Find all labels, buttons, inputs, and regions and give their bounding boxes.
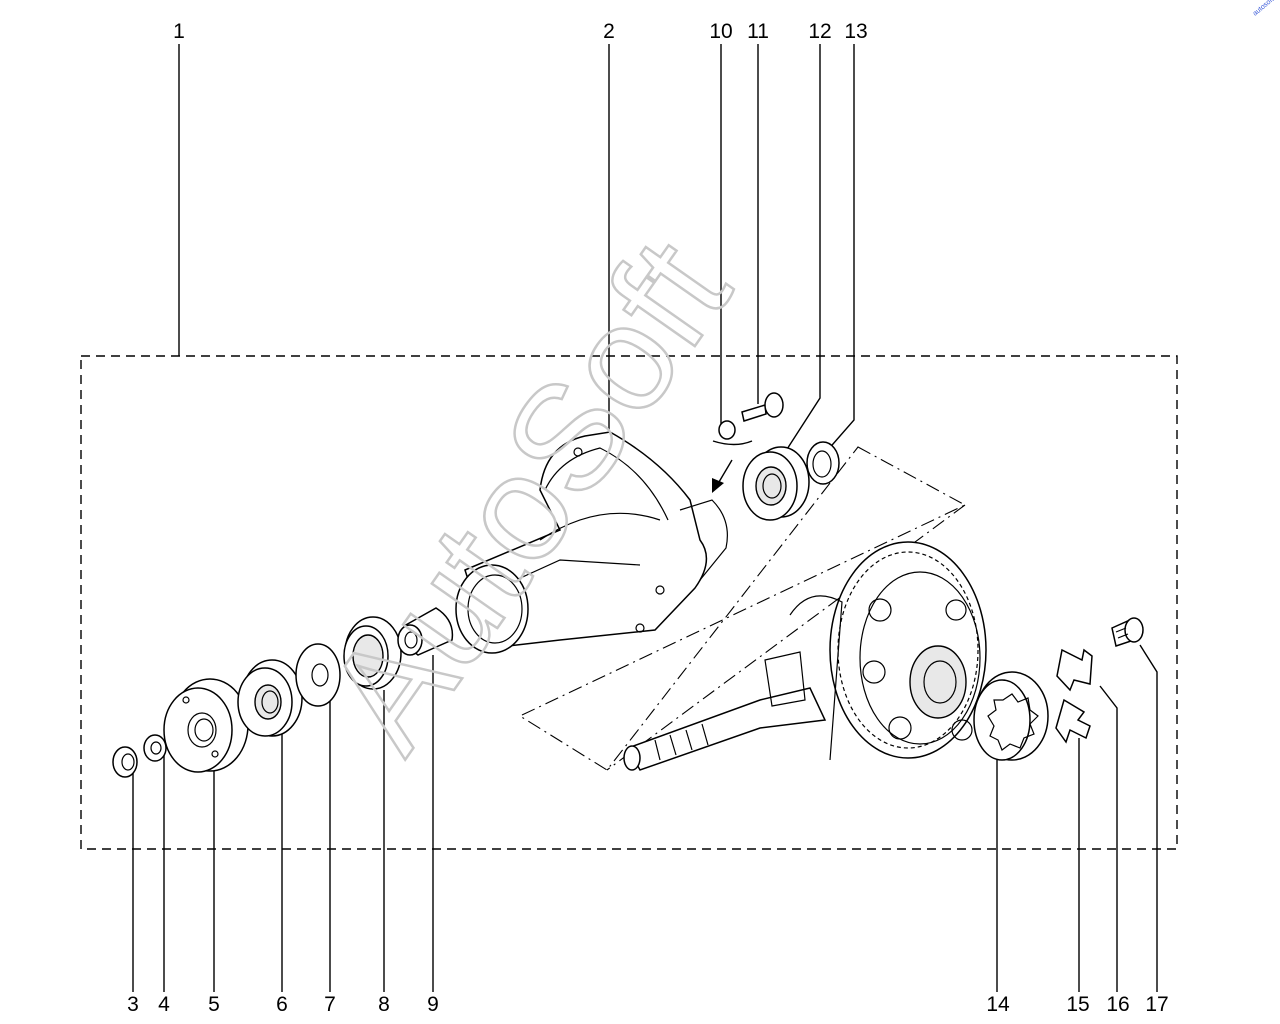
- part-12-bearing: [742, 446, 810, 521]
- callout-8: 8: [378, 993, 390, 1016]
- callout-17: 17: [1145, 993, 1168, 1016]
- part-4-washer: [143, 734, 167, 762]
- corner-mark: autosoft: [1252, 0, 1276, 18]
- part-9-spacer: [397, 607, 454, 656]
- mounting-plane-link: [606, 504, 966, 771]
- callout-3: 3: [127, 993, 139, 1016]
- assembly-boundary: [80, 355, 1178, 850]
- part-17-screw: [1111, 617, 1144, 647]
- ring-gear-assembly: [789, 541, 987, 761]
- callout-9: 9: [427, 993, 439, 1016]
- callout-11: 11: [747, 20, 769, 43]
- mounting-plane-outline: [518, 446, 967, 771]
- part-14-adjuster-ring: [973, 671, 1049, 761]
- part-6-oil-seal: [237, 659, 303, 737]
- callout-7: 7: [324, 993, 336, 1016]
- callout-1: 1: [173, 20, 185, 43]
- part-7-shim: [295, 643, 341, 707]
- part-15-lock-plate: [1055, 698, 1091, 744]
- part-5-flange: [163, 678, 249, 773]
- callout-4: 4: [158, 993, 170, 1016]
- callout-13: 13: [844, 20, 867, 43]
- part-8-bearing-cup: [343, 616, 402, 690]
- callout-14: 14: [986, 993, 1010, 1016]
- callout-5: 5: [208, 993, 220, 1016]
- part-11-bolt: [741, 392, 784, 422]
- part-13-ring: [806, 441, 840, 485]
- part-10-plug: [712, 420, 753, 493]
- part-16-retaining-tab: [1056, 648, 1093, 692]
- callout-2: 2: [603, 20, 615, 43]
- callout-10: 10: [709, 20, 732, 43]
- callout-6: 6: [276, 993, 288, 1016]
- part-2-housing: [455, 431, 728, 654]
- part-3-nut: [112, 746, 138, 778]
- watermark-text: AutoSoft: [294, 211, 762, 779]
- pinion-shaft: [623, 651, 827, 771]
- leader-lines: [132, 44, 1158, 992]
- callout-15: 15: [1066, 993, 1089, 1016]
- callout-16: 16: [1106, 993, 1129, 1016]
- callout-12: 12: [808, 20, 831, 43]
- callout-labels: 1 2 10 11 12 13 3 4 5 6 7 8 9 14 15 16 1…: [127, 20, 1169, 1016]
